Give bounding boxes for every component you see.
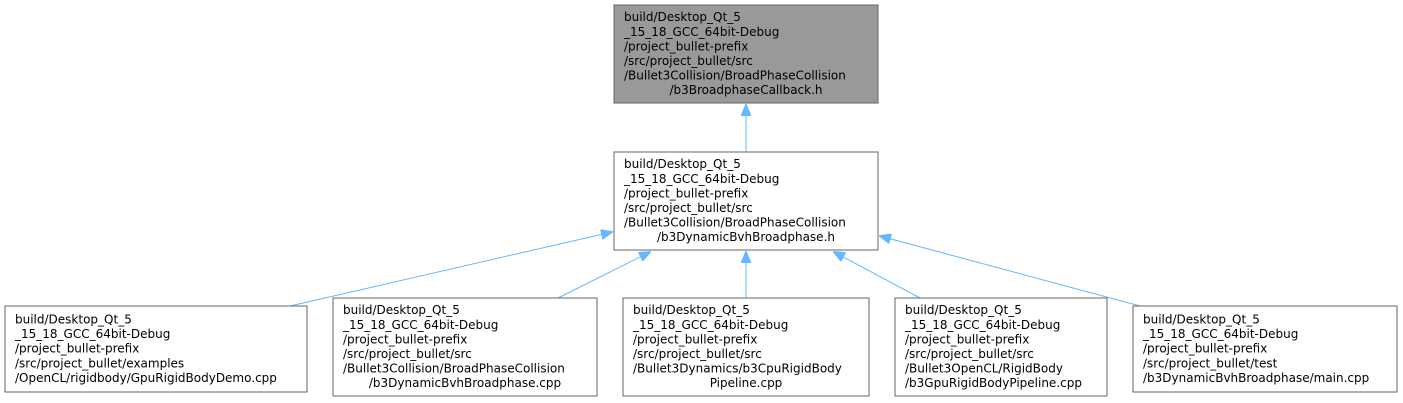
edge-n6-to-n1 bbox=[880, 236, 1141, 307]
node-label-line: build/Desktop_Qt_5 bbox=[633, 303, 750, 317]
nodes-layer: build/Desktop_Qt_5_15_18_GCC_64bit-Debug… bbox=[4, 4, 1398, 397]
node-label-line: _15_18_GCC_64bit-Debug bbox=[342, 318, 498, 332]
node-label-line: /project_bullet-prefix bbox=[624, 39, 748, 53]
node-label-line: /Bullet3Dynamics/b3CpuRigidBody bbox=[633, 362, 842, 376]
node-label-line: /OpenCL/rigidbody/GpuRigidBodyDemo.cpp bbox=[15, 371, 277, 385]
graph-node-n2[interactable]: build/Desktop_Qt_5_15_18_GCC_64bit-Debug… bbox=[4, 305, 308, 393]
graph-node-n1[interactable]: build/Desktop_Qt_5_15_18_GCC_64bit-Debug… bbox=[613, 151, 879, 251]
edge-n3-to-n1 bbox=[557, 252, 650, 299]
graph-node-n0[interactable]: build/Desktop_Qt_5_15_18_GCC_64bit-Debug… bbox=[613, 4, 879, 104]
node-label-line: /b3DynamicBvhBroadphase/main.cpp bbox=[1143, 371, 1369, 385]
node-label-line: /src/project_bullet/src bbox=[624, 54, 753, 68]
node-label-line: /b3GpuRigidBodyPipeline.cpp bbox=[905, 376, 1082, 390]
node-label-line: /project_bullet-prefix bbox=[624, 186, 748, 200]
node-label-line: build/Desktop_Qt_5 bbox=[624, 10, 741, 24]
node-label-line: /project_bullet-prefix bbox=[633, 332, 757, 346]
node-label-line: /project_bullet-prefix bbox=[905, 332, 1029, 346]
node-label-line: _15_18_GCC_64bit-Debug bbox=[632, 318, 788, 332]
node-label-line: build/Desktop_Qt_5 bbox=[1143, 313, 1260, 327]
node-box[interactable] bbox=[894, 297, 1108, 397]
edges-layer bbox=[289, 105, 1141, 307]
node-label-line: /src/project_bullet/examples bbox=[15, 356, 184, 370]
node-label-line: build/Desktop_Qt_5 bbox=[343, 303, 460, 317]
graph-node-n6[interactable]: build/Desktop_Qt_5_15_18_GCC_64bit-Debug… bbox=[1132, 305, 1398, 393]
node-label-line: /Bullet3Collision/BroadPhaseCollision bbox=[343, 362, 565, 376]
node-label-line: /project_bullet-prefix bbox=[15, 342, 139, 356]
node-label-line: _15_18_GCC_64bit-Debug bbox=[904, 318, 1060, 332]
graph-node-n5[interactable]: build/Desktop_Qt_5_15_18_GCC_64bit-Debug… bbox=[894, 297, 1108, 397]
node-box[interactable] bbox=[622, 297, 870, 397]
node-box[interactable] bbox=[613, 151, 879, 251]
edge-n5-to-n1 bbox=[834, 252, 921, 299]
node-label-line: _15_18_GCC_64bit-Debug bbox=[1142, 327, 1298, 341]
node-label-line: /Bullet3OpenCL/RigidBody bbox=[905, 362, 1063, 376]
node-label-line: _15_18_GCC_64bit-Debug bbox=[623, 25, 779, 39]
node-box[interactable] bbox=[4, 305, 308, 393]
node-label-line: build/Desktop_Qt_5 bbox=[905, 303, 1022, 317]
node-box[interactable] bbox=[613, 4, 879, 104]
node-label-line: /project_bullet-prefix bbox=[343, 332, 467, 346]
node-label-line: _15_18_GCC_64bit-Debug bbox=[623, 172, 779, 186]
node-box[interactable] bbox=[332, 297, 598, 397]
graph-node-n3[interactable]: build/Desktop_Qt_5_15_18_GCC_64bit-Debug… bbox=[332, 297, 598, 397]
node-label-line: /Bullet3Collision/BroadPhaseCollision bbox=[624, 69, 846, 83]
graph-node-n4[interactable]: build/Desktop_Qt_5_15_18_GCC_64bit-Debug… bbox=[622, 297, 870, 397]
node-label-line: _15_18_GCC_64bit-Debug bbox=[14, 327, 170, 341]
node-label-line: /src/project_bullet/src bbox=[633, 347, 762, 361]
node-label-line: /b3DynamicBvhBroadphase.cpp bbox=[369, 376, 561, 390]
node-label-line: /src/project_bullet/src bbox=[343, 347, 472, 361]
node-label-line: /b3BroadphaseCallback.h bbox=[669, 83, 822, 97]
node-label-line: build/Desktop_Qt_5 bbox=[624, 157, 741, 171]
node-label-line: /src/project_bullet/test bbox=[1143, 356, 1278, 370]
node-label-line: /b3DynamicBvhBroadphase.h bbox=[657, 230, 835, 244]
node-label-line: /project_bullet-prefix bbox=[1143, 342, 1267, 356]
edge-n2-to-n1 bbox=[289, 232, 612, 307]
node-label-line: /Bullet3Collision/BroadPhaseCollision bbox=[624, 216, 846, 230]
node-label-line: Pipeline.cpp bbox=[710, 376, 783, 390]
node-box[interactable] bbox=[1132, 305, 1398, 393]
node-label-line: /src/project_bullet/src bbox=[624, 201, 753, 215]
node-label-line: /src/project_bullet/src bbox=[905, 347, 1034, 361]
node-label-line: build/Desktop_Qt_5 bbox=[15, 313, 132, 327]
